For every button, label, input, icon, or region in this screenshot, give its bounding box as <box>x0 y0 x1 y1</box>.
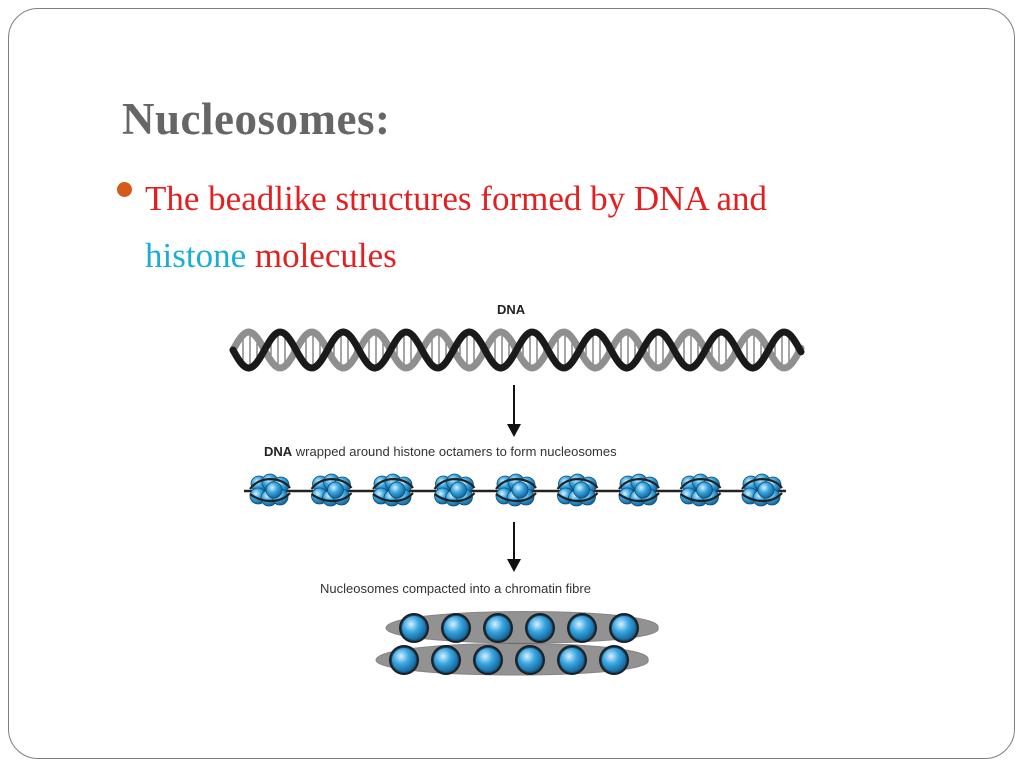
diagram-label-chromatin: Nucleosomes compacted into a chromatin f… <box>320 581 591 596</box>
bullet-highlight-histone: histone <box>145 236 247 275</box>
fibre-nucleosome <box>441 613 471 643</box>
dna-double-helix <box>229 328 805 372</box>
nucleosome-string <box>244 473 786 507</box>
fibre-nucleosome <box>399 613 429 643</box>
nucleosome <box>433 473 476 507</box>
nucleosome <box>618 473 660 507</box>
fibre-nucleosome <box>389 645 419 675</box>
fibre-nucleosome <box>525 613 555 643</box>
fibre-nucleosome <box>567 613 597 643</box>
diagram-label-nucleosomes-rest: wrapped around histone octamers to form … <box>292 444 617 459</box>
bullet-text-part1: The beadlike structures formed by DNA an… <box>145 179 768 218</box>
nucleosome <box>249 473 291 507</box>
fibre-nucleosome <box>557 645 587 675</box>
nucleosome <box>372 473 414 507</box>
diagram-label-nucleosomes-bold: DNA <box>264 444 293 459</box>
nucleosome <box>310 473 353 507</box>
bullet-text-part2: molecules <box>254 236 397 275</box>
slide-title: Nucleosomes: <box>122 94 391 144</box>
nucleosome <box>556 473 599 507</box>
nucleosomes <box>249 473 783 507</box>
chromatin-fibre-beads <box>375 611 659 676</box>
dna-strand-black <box>229 328 805 372</box>
fibre-nucleosome <box>515 645 545 675</box>
fibre-nucleosome <box>609 613 639 643</box>
bullet-dot <box>117 182 132 197</box>
arrow-1 <box>507 385 521 437</box>
nucleosome <box>495 473 537 507</box>
fibre-nucleosome <box>483 613 513 643</box>
fibre-nucleosome <box>431 645 461 675</box>
bullet-text: The beadlike structures formed by DNA an… <box>145 170 905 284</box>
diagram-label-dna: DNA <box>497 302 526 317</box>
diagram-label-nucleosomes: DNA wrapped around histone octamers to f… <box>264 444 617 459</box>
nucleosome <box>741 473 783 507</box>
fibre-nucleosome <box>473 645 503 675</box>
chromatin-fibre <box>375 611 659 676</box>
fibre-nucleosome <box>599 645 629 675</box>
arrow-2 <box>507 522 521 572</box>
nucleosome <box>679 473 722 507</box>
